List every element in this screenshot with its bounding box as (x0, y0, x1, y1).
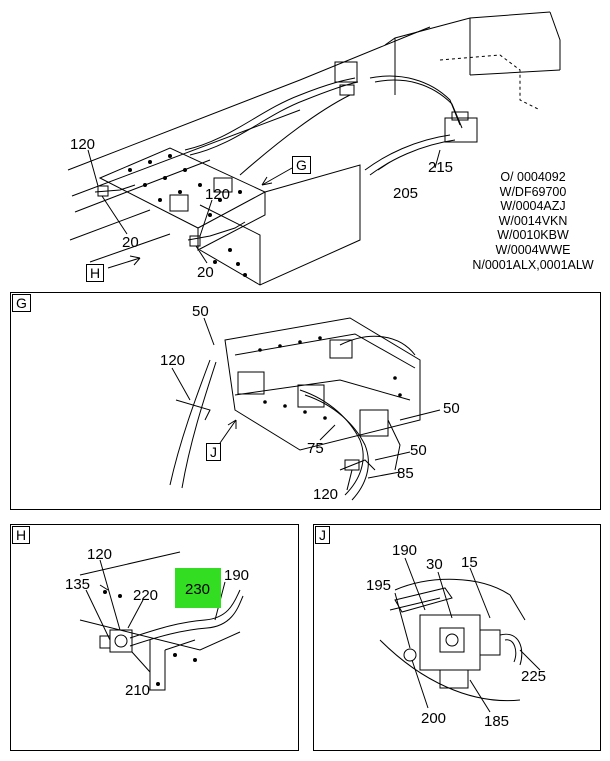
note-line: W/DF69700 (499, 184, 567, 199)
callout-195: 195 (366, 577, 392, 594)
note-line: W/0014VKN (498, 213, 568, 228)
overview-drawing (67, 11, 561, 286)
callout-135: 135 (65, 576, 91, 593)
detail-panel-g (10, 292, 601, 510)
callout-50-lower: 50 (410, 442, 427, 459)
panel-j-tag: J (315, 526, 330, 544)
callout-210: 210 (125, 682, 151, 699)
callout-75: 75 (307, 440, 324, 457)
callout-20-left: 20 (122, 234, 139, 251)
panel-j-drawing (379, 557, 541, 713)
callout-205: 205 (393, 185, 419, 202)
callout-120-left: 120 (70, 136, 96, 153)
applicability-notes: O/ 0004092 W/DF69700 W/0004AZJ W/0014VKN… (468, 170, 598, 272)
callout-30: 30 (426, 556, 443, 573)
panel-h-drawing (79, 551, 244, 691)
panel-h-tag: H (12, 526, 31, 544)
callout-15: 15 (461, 554, 478, 571)
callout-50-right: 50 (443, 400, 460, 417)
panel-g-drawing (169, 317, 441, 501)
callout-20-lower: 20 (197, 264, 214, 281)
callout-190-j: 190 (392, 542, 418, 559)
note-line: W/0004WWE (495, 242, 571, 257)
detail-panel-h (10, 524, 299, 751)
view-tag-g: G (292, 156, 311, 174)
view-tag-h: H (86, 264, 105, 282)
note-line: W/0010KBW (497, 228, 569, 243)
note-line: W/0004AZJ (500, 199, 566, 214)
callout-120-g: 120 (160, 352, 186, 369)
callout-85: 85 (397, 465, 414, 482)
callout-225: 225 (521, 668, 547, 685)
callout-230-highlighted[interactable]: 230 (185, 581, 211, 598)
callout-50-top: 50 (192, 303, 209, 320)
callout-200: 200 (421, 710, 447, 727)
note-line: N/0001ALX,0001ALW (472, 257, 594, 272)
note-line: O/ 0004092 (500, 170, 566, 184)
callout-215: 215 (428, 159, 454, 176)
callout-120-g-bottom: 120 (313, 486, 339, 503)
callout-120-lower: 120 (205, 186, 231, 203)
view-tag-j: J (206, 443, 221, 461)
highlighted-part-box (175, 568, 221, 608)
panel-g-tag: G (12, 294, 31, 312)
callout-185: 185 (484, 713, 510, 730)
callout-190-h: 190 (224, 567, 250, 584)
callout-120-h: 120 (87, 546, 113, 563)
callout-220: 220 (133, 587, 159, 604)
detail-panel-j (313, 524, 601, 751)
